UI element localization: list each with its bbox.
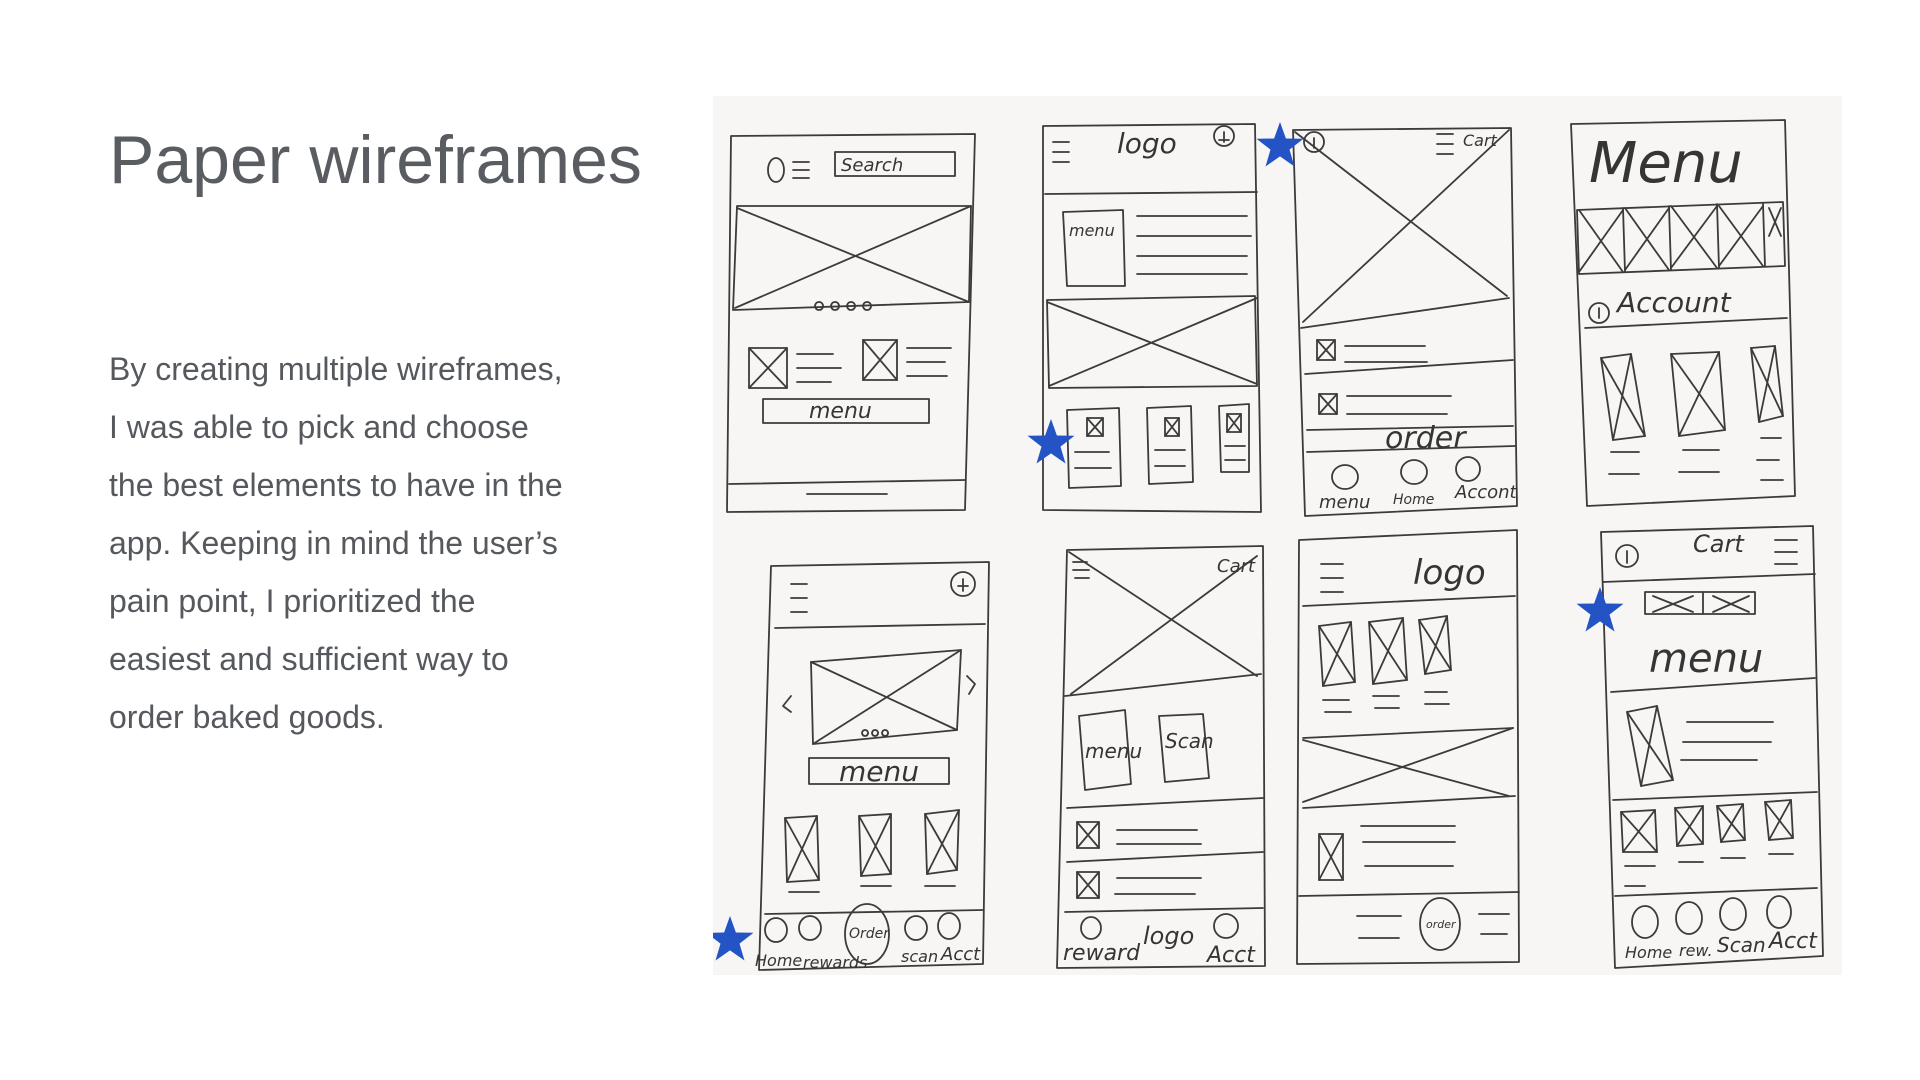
slide-body-text: By creating multiple wireframes, I was a… [109, 340, 649, 746]
nav-account-label: Accont [1454, 482, 1518, 503]
sketch-3-order: Cart order menu Home Accont [1292, 127, 1518, 517]
sketch-8-cart-menu: Cart menu Home rew. Scan Acct [1600, 525, 1824, 969]
search-label: Search [841, 155, 903, 176]
cart-label: Cart [1217, 556, 1256, 577]
nav-home-label: Home [755, 951, 802, 970]
body-line: order baked goods. [109, 699, 385, 735]
cart-label: Cart [1693, 530, 1745, 558]
sketch-6-menu-scan: Cart menu Scan reward logo Acct [1056, 545, 1266, 969]
body-line: pain point, I prioritized the [109, 583, 476, 619]
menu-label: menu [1085, 739, 1142, 763]
nav-menu-label: menu [1319, 492, 1370, 513]
order-button-label: order [1426, 918, 1457, 931]
wireframe-sketch-photo: Search menu logo menu [713, 96, 1842, 975]
sketch-7-logo-order: logo order [1296, 529, 1520, 965]
nav-home-label: Home [1625, 943, 1672, 962]
sketch-4-menu-account: Menu Account [1570, 119, 1796, 507]
menu-title-label: Menu [1589, 131, 1743, 196]
wireframe-sketch-drawing: Search menu logo menu [713, 119, 1824, 972]
body-line: By creating multiple wireframes, [109, 351, 563, 387]
menu-label: menu [809, 399, 872, 424]
nav-acct-label: Acct [1205, 943, 1256, 968]
scan-label: Scan [1165, 729, 1214, 753]
logo-label: logo [1117, 127, 1177, 160]
slide-title: Paper wireframes [109, 122, 642, 198]
logo-label: logo [1413, 553, 1486, 593]
menu-label: menu [839, 755, 919, 788]
nav-rewards-label: rewards [803, 953, 867, 972]
sketch-1-home-search: Search menu [726, 133, 976, 513]
nav-reward-label: reward [1063, 941, 1141, 966]
body-line: I was able to pick and choose [109, 409, 529, 445]
nav-acct-label: Acct [940, 944, 981, 965]
nav-acct-label: Acct [1767, 929, 1818, 954]
star-icon [713, 916, 754, 961]
star-icon [1027, 419, 1075, 464]
body-line: the best elements to have in the [109, 467, 563, 503]
nav-scan-label: scan [901, 947, 938, 966]
sketch-2-menu-list: logo menu [1042, 123, 1262, 513]
menu-label: menu [1069, 221, 1115, 240]
account-label: Account [1615, 286, 1732, 319]
star-icon [1256, 122, 1304, 167]
star-icon [1576, 587, 1624, 632]
nav-logo-label: logo [1143, 922, 1194, 950]
nav-order-label: Order [849, 926, 890, 942]
nav-scan-label: Scan [1717, 933, 1766, 957]
nav-home-label: Home [1393, 492, 1434, 508]
order-label: order [1385, 421, 1467, 456]
sketch-5-home-carousel: menu Order Home rewards scan Acct [755, 561, 990, 972]
menu-label: menu [1649, 636, 1763, 682]
cart-label: Cart [1463, 131, 1498, 150]
nav-rew-label: rew. [1679, 941, 1713, 960]
body-line: easiest and sufficient way to [109, 641, 509, 677]
body-line: app. Keeping in mind the user’s [109, 525, 558, 561]
